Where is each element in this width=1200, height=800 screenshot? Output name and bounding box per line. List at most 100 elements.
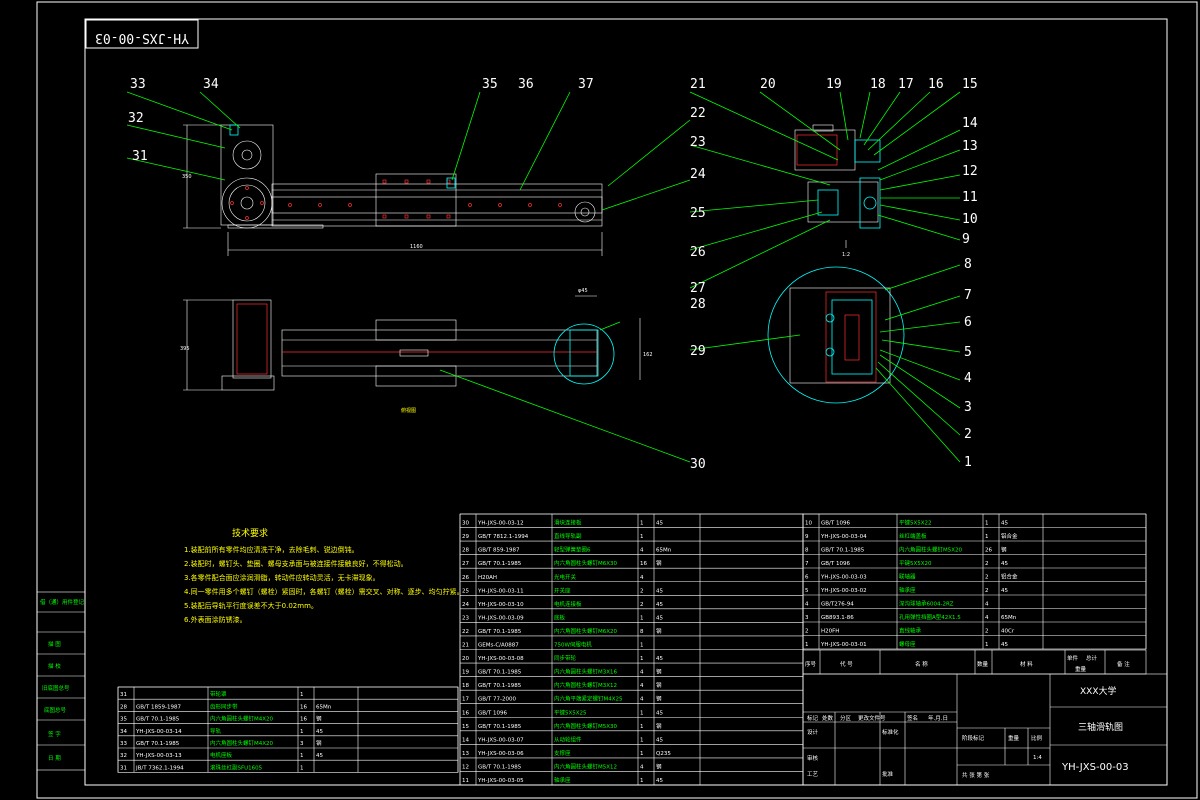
mirrored-number-box	[85, 19, 199, 49]
bom-cell: 直线轴承	[899, 627, 922, 635]
bom-cell: GB/T 70.1-1985	[478, 561, 522, 567]
bom-cell: 开关座	[554, 586, 571, 594]
bom-cell: 16	[640, 561, 647, 567]
bom-cell: 1	[985, 521, 989, 527]
tech-req-line: 5.装配后导轨平行度误差不大于0.02mm。	[184, 601, 318, 610]
bom-cell: 4	[640, 697, 644, 703]
bom-cell: 丝杠端盖板	[899, 532, 927, 540]
tb-weight: 重量	[1008, 734, 1020, 742]
bom-cell: 内六角圆柱头螺钉M6X30	[554, 559, 618, 567]
bom-cell: 铝合金	[1001, 573, 1018, 581]
mirrored-drawing-number: YH-JXS-00-03	[95, 30, 189, 45]
bom-cell: 同步带轮	[554, 654, 577, 662]
stamp-row: 描 校	[48, 662, 61, 670]
bom-cell: 2	[985, 561, 989, 567]
bom-cell: 1	[640, 534, 644, 540]
bom-cell: 1	[985, 642, 989, 648]
bom-cell: 8	[640, 629, 644, 635]
outer-frame	[36, 1, 1198, 799]
bom-cell: 平键5X5X20	[899, 559, 932, 567]
header-qty: 数量	[977, 660, 989, 668]
balloon-numbers: 33 34 35 36 37 32 31 21 20 19 18 17 16 1…	[128, 77, 978, 472]
balloon: 33	[130, 77, 146, 92]
balloon: 6	[964, 315, 972, 330]
bom-cell: 内六角圆柱头螺钉M3X16	[554, 668, 618, 676]
school-name: XXX大学	[1080, 685, 1117, 697]
bom-cell: 导轨	[210, 727, 222, 735]
bom-cell: 13	[462, 751, 469, 757]
header-total: 总计	[1086, 654, 1098, 662]
balloon: 2	[964, 427, 972, 442]
bom-cell: 1	[640, 724, 644, 730]
view-caption: 俯视图	[401, 407, 416, 414]
tb-stage: 阶段标记	[962, 734, 985, 742]
balloon: 27	[690, 281, 706, 296]
bom-cell: GB/T 859-1987	[478, 548, 520, 554]
bom-cell: 内六角圆柱头螺钉M4X20	[210, 715, 274, 723]
header-code: 代 号	[840, 660, 853, 668]
bom-cell: YH-JXS-00-03-01	[820, 642, 867, 648]
tb-zone: 分区	[840, 714, 852, 722]
bom-header: 序号 代 号 名 称 数量 材 料 单件 总计 重量 备 注	[802, 649, 1147, 675]
tb-design: 设计	[807, 728, 819, 736]
bom-cell: JB/T 7362.1-1994	[135, 765, 184, 771]
bom-cell: 1	[985, 534, 989, 540]
balloon: 24	[690, 167, 706, 182]
tb-date: 年.月.日	[928, 714, 948, 722]
bom-cell: 15	[462, 724, 469, 730]
bom-cell: 4	[640, 670, 644, 676]
stamp-row: 旧底图总号	[42, 684, 70, 692]
bom-cell: 电机座板	[210, 751, 233, 759]
bom-cell: 14	[462, 737, 469, 743]
bom-cell: 孔用弹性挡圈A型42X1.5	[899, 613, 961, 621]
tb-process: 工艺	[807, 771, 819, 778]
bom-cell: 45	[656, 737, 663, 743]
bom-cell: 滑块连接板	[554, 519, 582, 527]
bom-cell: 11	[462, 778, 469, 784]
bom-cell: YH-JXS-00-03-12	[477, 521, 524, 527]
bom-cell: 1	[300, 753, 304, 759]
bom-cell: 22	[462, 629, 469, 635]
balloon: 5	[964, 345, 972, 360]
bom-cell: GB/T 70.1-1985	[478, 764, 522, 770]
bom-cell: GB893.1-86	[821, 615, 854, 621]
bom-cell: 钢	[656, 559, 662, 567]
bom-cell: 16	[300, 704, 307, 710]
bom-cell: GB/T 1859-1987	[136, 704, 181, 710]
balloon: 31	[132, 149, 148, 164]
bom-cell: GB/T 70.1-1985	[478, 629, 522, 635]
bom-cell: 10	[805, 521, 812, 527]
bom-cell: 联轴器	[899, 573, 916, 581]
bom-cell: 钢	[656, 695, 662, 703]
bom-cell: 平键5X5X25	[554, 708, 587, 716]
bom-cell: 45	[656, 588, 663, 594]
balloon: 15	[962, 77, 978, 92]
bom-cell: 45	[316, 729, 323, 735]
bom-cell: GB/T 70.1-1985	[478, 724, 522, 730]
bom-cell: 3	[805, 615, 809, 621]
bom-cell: 1	[805, 642, 809, 648]
bom-cell: 45	[656, 615, 663, 621]
bom-cell: 钢	[1001, 546, 1007, 554]
balloon: 4	[964, 371, 972, 386]
bom-cell: 1	[640, 521, 644, 527]
bom-cell: 19	[462, 670, 469, 676]
balloon: 9	[962, 232, 970, 247]
balloon: 8	[964, 257, 972, 272]
header-weight: 重量	[1075, 665, 1087, 673]
bom-cell: 内六角圆柱头螺钉M6X20	[554, 627, 618, 635]
bom-cell: 45	[656, 602, 663, 608]
bom-cell: 内六角圆柱头螺钉M5X12	[554, 762, 617, 770]
bom-cell: 2	[985, 629, 989, 635]
bom-cell: 30	[462, 521, 469, 527]
bom-cell: GB/T276-94	[821, 602, 854, 608]
header-mat: 材 料	[1020, 660, 1033, 668]
bom-cell: 29	[462, 534, 469, 540]
bom-cell: 2	[985, 575, 989, 581]
bom-cell: 16	[462, 710, 469, 716]
stamp-row: 底图总号	[44, 706, 67, 714]
top-view: 395 162 φ45 俯视图	[180, 288, 653, 414]
dim-top-height: 350	[182, 174, 192, 180]
bom-cell: 21	[462, 643, 469, 649]
